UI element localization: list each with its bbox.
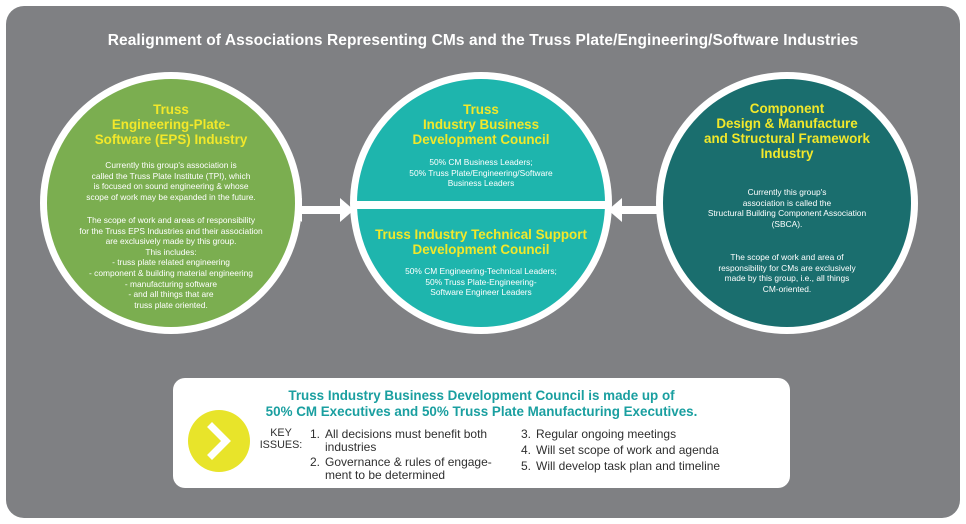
text-line: Structural Building Component Associatio… bbox=[707, 208, 867, 219]
heading-line: Software (EPS) Industry bbox=[94, 132, 248, 147]
issue-text: Will set scope of work and agenda bbox=[536, 443, 719, 457]
text-line: Currently this group's association is bbox=[105, 160, 237, 170]
text-line: 50% CM Business Leaders; bbox=[429, 157, 533, 167]
text-line: scope of work may be expanded in the fut… bbox=[86, 191, 256, 202]
component-industry-heading: Component Design & Manufacture and Struc… bbox=[663, 101, 911, 161]
heading-line: Industry Business bbox=[422, 117, 540, 132]
technical-council-half bbox=[357, 209, 605, 327]
text-line: (SBCA). bbox=[771, 218, 803, 229]
heading-line: and Structural Framework bbox=[704, 131, 870, 146]
eps-industry-para1: Currently this group's association is ca… bbox=[47, 160, 295, 202]
text-line: CM-oriented. bbox=[762, 283, 812, 294]
heading-line: Development Council bbox=[412, 132, 550, 147]
issue-text: Governance & rules of engage- ment to be… bbox=[325, 455, 492, 482]
diagram-title: Realignment of Associations Representing… bbox=[107, 32, 859, 49]
text-line: association is called the bbox=[742, 197, 832, 208]
text-line: This includes: bbox=[145, 246, 197, 257]
text-line: called the Truss Plate Institute (TPI), … bbox=[91, 170, 251, 181]
text-line: responsibility for CMs are exclusively bbox=[718, 262, 856, 273]
text-line: 50% Truss Plate/Engineering/Software bbox=[409, 167, 553, 178]
issue-number: 1. bbox=[310, 427, 321, 441]
text-line: Business Leaders bbox=[447, 178, 515, 189]
eps-industry-heading: Truss Engineering-Plate- Software (EPS) … bbox=[47, 102, 295, 147]
council-summary-box: Truss Industry Business Development Coun… bbox=[173, 378, 790, 488]
text-line: - truss plate related engineering bbox=[112, 257, 230, 268]
technical-council-heading: Truss Industry Technical Support Develop… bbox=[357, 227, 605, 257]
heading-line: Truss Industry Technical Support bbox=[375, 227, 587, 242]
technical-council-body: 50% CM Engineering-Technical Leaders; 50… bbox=[357, 266, 605, 298]
component-industry-para1: Currently this group's association is ca… bbox=[663, 187, 911, 229]
key-issue-item: 4. Will set scope of work and agenda bbox=[521, 444, 761, 458]
issue-text: Will develop task plan and timeline bbox=[536, 459, 721, 473]
business-council-body: 50% CM Business Leaders; 50% Truss Plate… bbox=[357, 157, 605, 189]
key-issues-label: KEY ISSUES: bbox=[256, 427, 306, 451]
business-council-heading: Truss Industry Business Development Coun… bbox=[357, 102, 605, 147]
text-line: The scope of work and areas of responsib… bbox=[86, 215, 256, 225]
text-line: - and all things that are bbox=[128, 289, 214, 300]
heading-line: Component bbox=[749, 101, 825, 116]
issue-number: 5. bbox=[521, 459, 532, 473]
text-line: 50% CM Engineering-Technical Leaders; bbox=[405, 266, 557, 276]
heading-line: Engineering-Plate- bbox=[111, 117, 231, 132]
eps-industry-circle: Truss Engineering-Plate- Software (EPS) … bbox=[47, 79, 295, 327]
key-issue-item: 5. Will develop task plan and timeline bbox=[521, 460, 761, 474]
heading-line: Truss bbox=[463, 102, 499, 117]
text-line: - component & building material engineer… bbox=[89, 267, 253, 278]
heading-line: Design & Manufacture bbox=[716, 116, 858, 131]
issue-number: 2. bbox=[310, 455, 321, 469]
label-line: KEY bbox=[270, 427, 292, 439]
chevron-right-icon bbox=[188, 410, 250, 472]
key-issue-item: 3. Regular ongoing meetings bbox=[521, 428, 761, 442]
heading-line: Truss Industry Business Development Coun… bbox=[288, 388, 675, 403]
text-line: is focused on sound engineering & whose bbox=[93, 181, 249, 192]
text-line: Software Engineer Leaders bbox=[430, 287, 532, 298]
heading-line: Industry bbox=[760, 146, 814, 161]
text-line: for the Truss EPS Industries and their a… bbox=[79, 225, 263, 236]
text-line: are exclusively made by this group. bbox=[105, 236, 237, 247]
issue-number: 4. bbox=[521, 443, 532, 457]
text-line: 50% Truss Plate-Engineering- bbox=[425, 276, 537, 287]
business-council-half bbox=[357, 79, 605, 201]
text-line: truss plate oriented. bbox=[134, 299, 208, 310]
text-line: The scope of work and area of bbox=[730, 252, 844, 262]
heading-line: Truss bbox=[153, 102, 189, 117]
component-industry-circle: Component Design & Manufacture and Struc… bbox=[663, 79, 911, 327]
label-line: ISSUES: bbox=[259, 439, 303, 451]
key-issue-item: 2. Governance & rules of engage- ment to… bbox=[310, 456, 510, 482]
eps-industry-para2: The scope of work and areas of responsib… bbox=[47, 215, 295, 310]
issue-number: 3. bbox=[521, 427, 532, 441]
council-summary-heading: Truss Industry Business Development Coun… bbox=[173, 388, 790, 420]
text-line: made by this group, i.e., all things bbox=[724, 273, 850, 284]
middle-councils-circle: Truss Industry Business Development Coun… bbox=[357, 79, 605, 327]
component-industry-para2: The scope of work and area of responsibi… bbox=[663, 252, 911, 294]
text-line: - manufacturing software bbox=[124, 278, 218, 289]
key-issue-item: 1. All decisions must benefit both indus… bbox=[310, 428, 510, 454]
text-line: Currently this group's bbox=[747, 187, 827, 197]
issue-text: Regular ongoing meetings bbox=[536, 427, 677, 441]
heading-line: Development Council bbox=[412, 242, 550, 257]
issue-text: All decisions must benefit both industri… bbox=[325, 427, 488, 454]
heading-line: 50% CM Executives and 50% Truss Plate Ma… bbox=[265, 404, 698, 419]
